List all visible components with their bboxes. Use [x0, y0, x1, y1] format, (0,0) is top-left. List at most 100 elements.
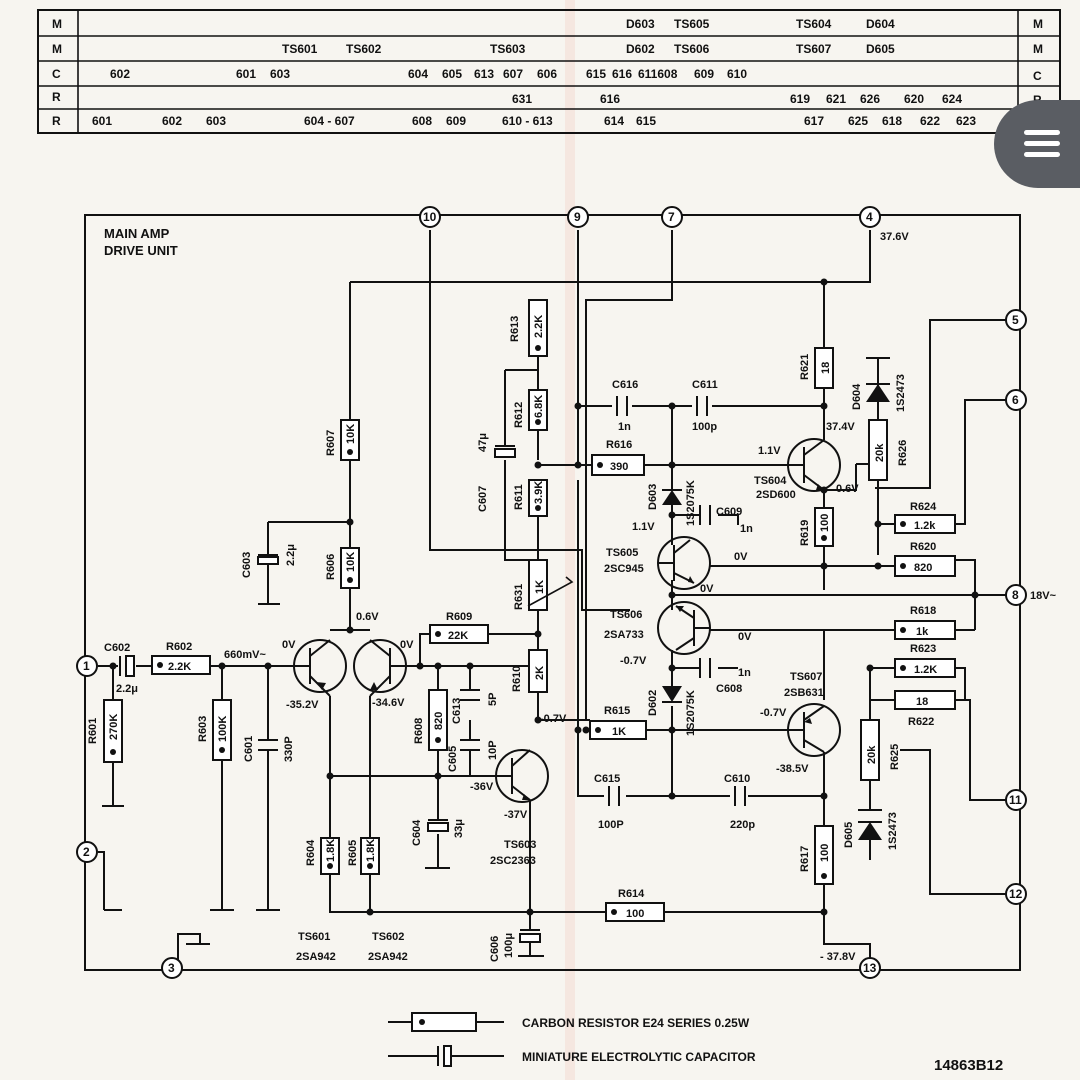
- transistor-type: 2SA942: [296, 951, 336, 963]
- transistors: TS601 2SA942 TS602 2SA942 TS603 2SC2363: [292, 438, 841, 963]
- unit-title: DRIVE UNIT: [104, 243, 178, 258]
- transistor-label: TS602: [372, 931, 404, 943]
- diode-label: D605: [843, 822, 855, 848]
- capacitor-label: C611: [692, 379, 718, 391]
- terminal-7: 7: [668, 210, 675, 224]
- table-cell: 604 - 607: [304, 114, 355, 128]
- transistor-label: TS601: [298, 931, 330, 943]
- resistor-value: 10K: [345, 552, 357, 572]
- terminal-4: 4: [866, 210, 873, 224]
- table-row-label-right: M: [1033, 17, 1043, 31]
- document-number: 14863B12: [934, 1057, 1003, 1074]
- voltage-label: -0.7V: [760, 707, 787, 719]
- table-cell: TS601: [282, 42, 318, 56]
- resistor-r624: [894, 514, 956, 534]
- wires: [98, 230, 1006, 969]
- resistor-value: 100K: [217, 716, 229, 742]
- resistor-r614: [605, 902, 665, 922]
- table-row-label: R: [52, 90, 61, 104]
- capacitor-value: 47μ: [477, 433, 489, 452]
- capacitor-value: 100P: [598, 819, 624, 831]
- table-cell: 631: [512, 92, 532, 106]
- resistor-value: 820: [914, 562, 932, 574]
- capacitor-label: C606: [489, 936, 501, 962]
- resistor-r626: [868, 419, 888, 481]
- table-row-label: M: [52, 17, 62, 31]
- transistor-ts605: [657, 536, 711, 590]
- resistor-value: 2K: [534, 666, 546, 680]
- diode-type: 1S2075K: [685, 690, 697, 736]
- resistor-r609: [429, 624, 489, 644]
- resistor-r613: [528, 299, 548, 357]
- transistor-type: 2SA942: [368, 951, 408, 963]
- voltage-label: 0.6V: [836, 483, 859, 495]
- table-cell: TS606: [674, 42, 710, 56]
- transistor-label: TS606: [610, 609, 642, 621]
- table-row-label: R: [52, 114, 61, 128]
- transistor-label: TS604: [754, 475, 787, 487]
- terminal-12: 12: [1009, 887, 1023, 901]
- capacitor-label: C610: [724, 773, 750, 785]
- voltage-label: 18V~: [1030, 590, 1057, 602]
- voltage-label: -0.7V: [620, 655, 647, 667]
- resistor-value: 1.8K: [365, 839, 377, 862]
- resistor-label: R616: [606, 439, 632, 451]
- table-cell: 608: [412, 114, 432, 128]
- resistor-value: 20k: [866, 745, 878, 764]
- voltage-label: 0V: [700, 583, 714, 595]
- voltage-label: -35.2V: [286, 699, 319, 711]
- resistor-label: R607: [325, 430, 337, 456]
- terminal-10: 10: [423, 210, 437, 224]
- resistor-label: R621: [799, 354, 811, 380]
- table-cell: D605: [866, 42, 895, 56]
- capacitor-value: 33μ: [453, 819, 465, 838]
- resistor-r620: [894, 555, 956, 577]
- diode-d604: [866, 384, 890, 402]
- capacitor-label: C602: [104, 642, 130, 654]
- table-cell: 602: [162, 114, 182, 128]
- legend-resistor-text: CARBON RESISTOR E24 SERIES 0.25W: [522, 1016, 750, 1030]
- resistors: 270K R601 2.2K R602 100K R603 1.8K R604 …: [87, 299, 956, 922]
- resistor-value: 1.2k: [914, 520, 936, 532]
- capacitor-value: 1n: [738, 667, 751, 679]
- table-cell: 602: [110, 67, 130, 81]
- terminals: 1 2 3 4 5 6 7 8 9 10 11 12 13: [76, 206, 1027, 979]
- diode-label: D602: [647, 690, 659, 716]
- resistor-r623: [894, 658, 956, 678]
- transistor-type: 2SC945: [604, 563, 644, 575]
- resistor-label: R619: [799, 520, 811, 546]
- voltage-label: - 37.8V: [820, 951, 856, 963]
- voltage-label: 0V: [400, 639, 414, 651]
- table-cell: 603: [270, 67, 290, 81]
- table-cell: 616: [600, 92, 620, 106]
- resistor-label: R613: [509, 316, 521, 342]
- resistor-label: R604: [305, 839, 317, 866]
- voltage-label: -38.5V: [776, 763, 809, 775]
- resistor-r604: [320, 837, 340, 875]
- voltage-label: 0.6V: [356, 611, 379, 623]
- capacitor-value: 1n: [618, 421, 631, 433]
- diode-label: D603: [647, 484, 659, 510]
- table-cell: 607: [503, 67, 523, 81]
- table-row-label-right: C: [1033, 69, 1042, 83]
- resistor-value: 820: [433, 712, 445, 730]
- table-cell: 610 - 613: [502, 114, 553, 128]
- resistor-r608: [428, 689, 448, 751]
- table-cell: 625: [848, 114, 868, 128]
- terminal-8: 8: [1012, 588, 1019, 602]
- resistor-r612: [528, 389, 548, 431]
- table-row-label: C: [52, 67, 61, 81]
- resistor-label: R606: [325, 554, 337, 580]
- resistor-value: 1.2K: [914, 664, 937, 676]
- diode-d605: [858, 822, 882, 840]
- voltage-label: 660mV~: [224, 649, 266, 661]
- voltage-label: 37.4V: [826, 421, 855, 433]
- table-cell: 616: [612, 67, 632, 81]
- resistor-value: 2.2K: [168, 661, 191, 673]
- table-cell: 609: [446, 114, 466, 128]
- resistor-label: R617: [799, 846, 811, 872]
- hamburger-menu-icon[interactable]: [994, 100, 1080, 188]
- terminal-3: 3: [168, 961, 175, 975]
- table-cell: TS607: [796, 42, 832, 56]
- capacitor-label: C601: [243, 736, 255, 762]
